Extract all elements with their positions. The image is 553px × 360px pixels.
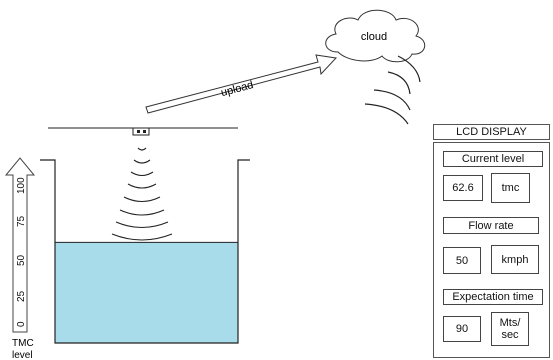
expectation-time-value-box: 90 (443, 316, 481, 342)
current-level-label-box: Current level (443, 151, 543, 167)
signal-waves-icon (364, 55, 421, 125)
tick-100: 100 (16, 177, 27, 194)
cloud-shape (325, 9, 426, 63)
current-level-unit: tmc (501, 182, 520, 194)
flow-rate-unit: kmph (501, 253, 529, 266)
flow-rate-label-box: Flow rate (443, 217, 539, 234)
expectation-time-value: 90 (455, 323, 469, 335)
sensor-eye-left (137, 130, 140, 133)
expectation-time-unit-line1: Mts/ (499, 317, 521, 329)
current-level-value-box: 62.6 (443, 175, 483, 201)
expectation-time-label-box: Expectation time (443, 289, 543, 305)
tick-50: 50 (16, 254, 27, 266)
expectation-time-label: Expectation time (452, 291, 534, 303)
upload-label: upload (220, 79, 255, 99)
flow-rate-unit-box: kmph (491, 245, 539, 274)
flow-rate-value: 50 (455, 254, 469, 267)
axis-unit-line1: TMC (12, 338, 34, 349)
expectation-time-unit-line2: sec (501, 329, 519, 341)
tick-0: 0 (16, 321, 27, 327)
tick-25: 25 (16, 290, 27, 302)
tick-75: 75 (16, 215, 27, 227)
water-fill (55, 242, 238, 343)
flow-rate-value-box: 50 (443, 247, 481, 274)
axis-unit-line2: level (12, 350, 33, 360)
tank-walls (40, 159, 250, 344)
current-level-value: 62.6 (452, 182, 474, 194)
level-axis-arrow (4, 157, 36, 333)
lcd-title: LCD DISPLAY (456, 126, 527, 138)
sensor-eye-right (143, 130, 146, 133)
flow-rate-label: Flow rate (468, 219, 514, 232)
current-level-label: Current level (461, 153, 525, 165)
expectation-time-unit-box: Mts/ sec (491, 312, 529, 346)
ultrasonic-waves-icon (111, 147, 173, 241)
lcd-title-box: LCD DISPLAY (433, 124, 550, 140)
upload-arrow (145, 54, 338, 114)
sensor-body (132, 127, 150, 136)
current-level-unit-box: tmc (491, 173, 530, 203)
cloud-label: cloud (361, 31, 387, 43)
axis-ticks: 0 25 50 75 100 (16, 177, 27, 327)
